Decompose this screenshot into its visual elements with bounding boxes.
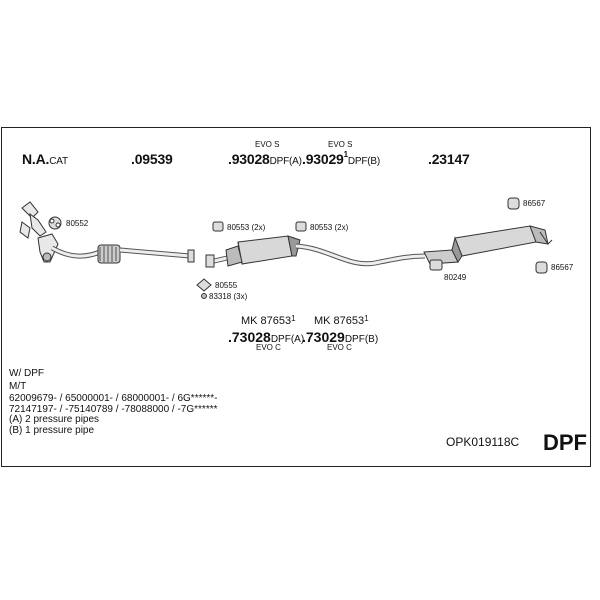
label-80553a: 80553 (2x): [227, 223, 266, 232]
header-col2: .09539: [131, 151, 173, 167]
label-80552: 80552: [66, 219, 89, 228]
hanger-86567b: [535, 261, 548, 274]
header-col3: .93028DPF(A): [228, 151, 302, 167]
flex-pipe: [97, 244, 195, 264]
rear-muffler: [423, 225, 553, 269]
diagram-frame: [1, 127, 591, 467]
hanger-80553a: [212, 221, 224, 232]
lower-right-below: EVO C: [327, 343, 352, 352]
hanger-80552: [48, 216, 62, 230]
gasket-80555: [196, 278, 212, 292]
note-line: W/ DPF: [9, 368, 44, 379]
lower-left-main: .73028DPF(A): [228, 329, 305, 345]
note-line: M/T: [9, 380, 27, 392]
label-86567b: 86567: [551, 263, 574, 272]
notes-block: W/ DPF M/T 62009679- / 65000001- / 68000…: [9, 368, 218, 436]
hanger-80553b: [295, 221, 307, 232]
note-line: (A) 2 pressure pipes: [9, 414, 100, 425]
front-pipe: [19, 201, 101, 263]
note-line: 72147197- / -75140789 / -78088000 / -7G*…: [9, 403, 218, 415]
bolt-83318: [201, 293, 207, 299]
label-86567a: 86567: [523, 199, 546, 208]
lower-left-mk: MK 876531: [241, 314, 296, 327]
note-line: 62009679- / 65000001- / 68000001- / 6G**…: [9, 393, 218, 404]
label-80249: 80249: [444, 273, 467, 282]
header-col4: .930291DPF(B): [302, 150, 381, 167]
system-type: DPF: [543, 430, 587, 455]
lower-right-mk: MK 876531: [314, 314, 369, 327]
label-80555: 80555: [215, 281, 238, 290]
header-col4-above: EVO S: [328, 140, 353, 149]
dpf-section: [205, 235, 426, 268]
header-col1: N.A.CAT: [22, 151, 68, 167]
catalog-code: OPK019118C: [446, 435, 520, 449]
label-83318: 83318 (3x): [209, 292, 248, 301]
header-col3-above: EVO S: [255, 140, 280, 149]
lower-left-below: EVO C: [256, 343, 281, 352]
clamp-80249: [429, 259, 443, 271]
lower-right-main: .73029DPF(B): [302, 329, 379, 345]
label-80553b: 80553 (2x): [310, 223, 349, 232]
header-col5: .23147: [428, 151, 470, 167]
hanger-86567a: [507, 197, 520, 210]
note-line: (B) 1 pressure pipe: [9, 424, 95, 436]
